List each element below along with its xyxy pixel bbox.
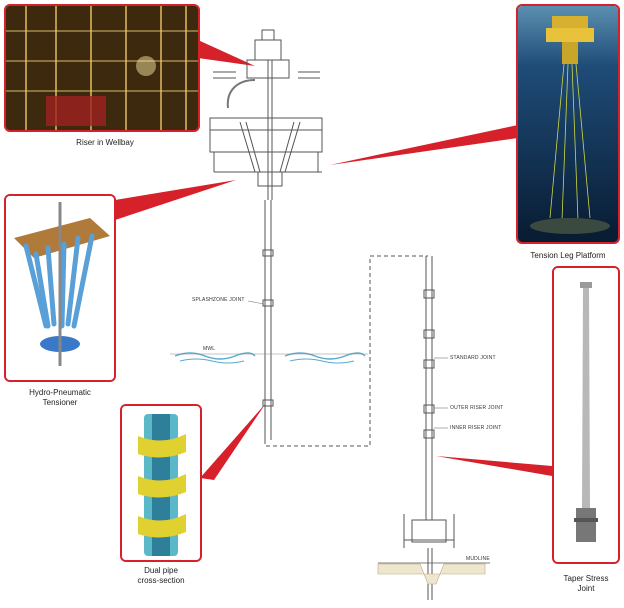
label-outer-riser-joint: OUTER RISER JOINT (450, 405, 504, 411)
hydro-pneumatic-tensioner-image (4, 194, 116, 382)
caption-dual-pipe-line1: Dual pipe (144, 566, 178, 575)
riser-wellbay-image (4, 4, 200, 132)
taper-stress-joint-image (552, 266, 620, 564)
caption-tensioner-line2: Tensioner (42, 398, 78, 407)
label-splash-zone-joint: SPLASHZONE JOINT (192, 297, 245, 303)
caption-tension-leg-platform: Tension Leg Platform (530, 251, 606, 260)
label-inner-riser-joint: INNER RISER JOINT (450, 425, 502, 431)
label-standard-joint: STANDARD JOINT (450, 355, 496, 361)
pointer-taper (436, 456, 552, 476)
pointer-dual-pipe (200, 403, 266, 480)
pointer-tensioner (115, 180, 236, 220)
caption-riser-wellbay: Riser in Wellbay (76, 138, 134, 147)
caption-tensioner-line1: Hydro-Pneumatic (29, 388, 91, 397)
label-mwl: MWL (203, 346, 216, 352)
pointer-tlp (330, 125, 518, 165)
label-mudline: MUDLINE (466, 556, 490, 562)
dual-pipe-cross-section-image (120, 404, 202, 562)
caption-taper-line1: Taper Stress (563, 574, 609, 583)
caption-taper-line2: Joint (577, 584, 595, 593)
pointer-wellbay (198, 40, 255, 66)
tension-leg-platform-image (516, 4, 620, 244)
caption-dual-pipe-line2: cross-section (137, 576, 185, 585)
water-waves (170, 352, 368, 364)
